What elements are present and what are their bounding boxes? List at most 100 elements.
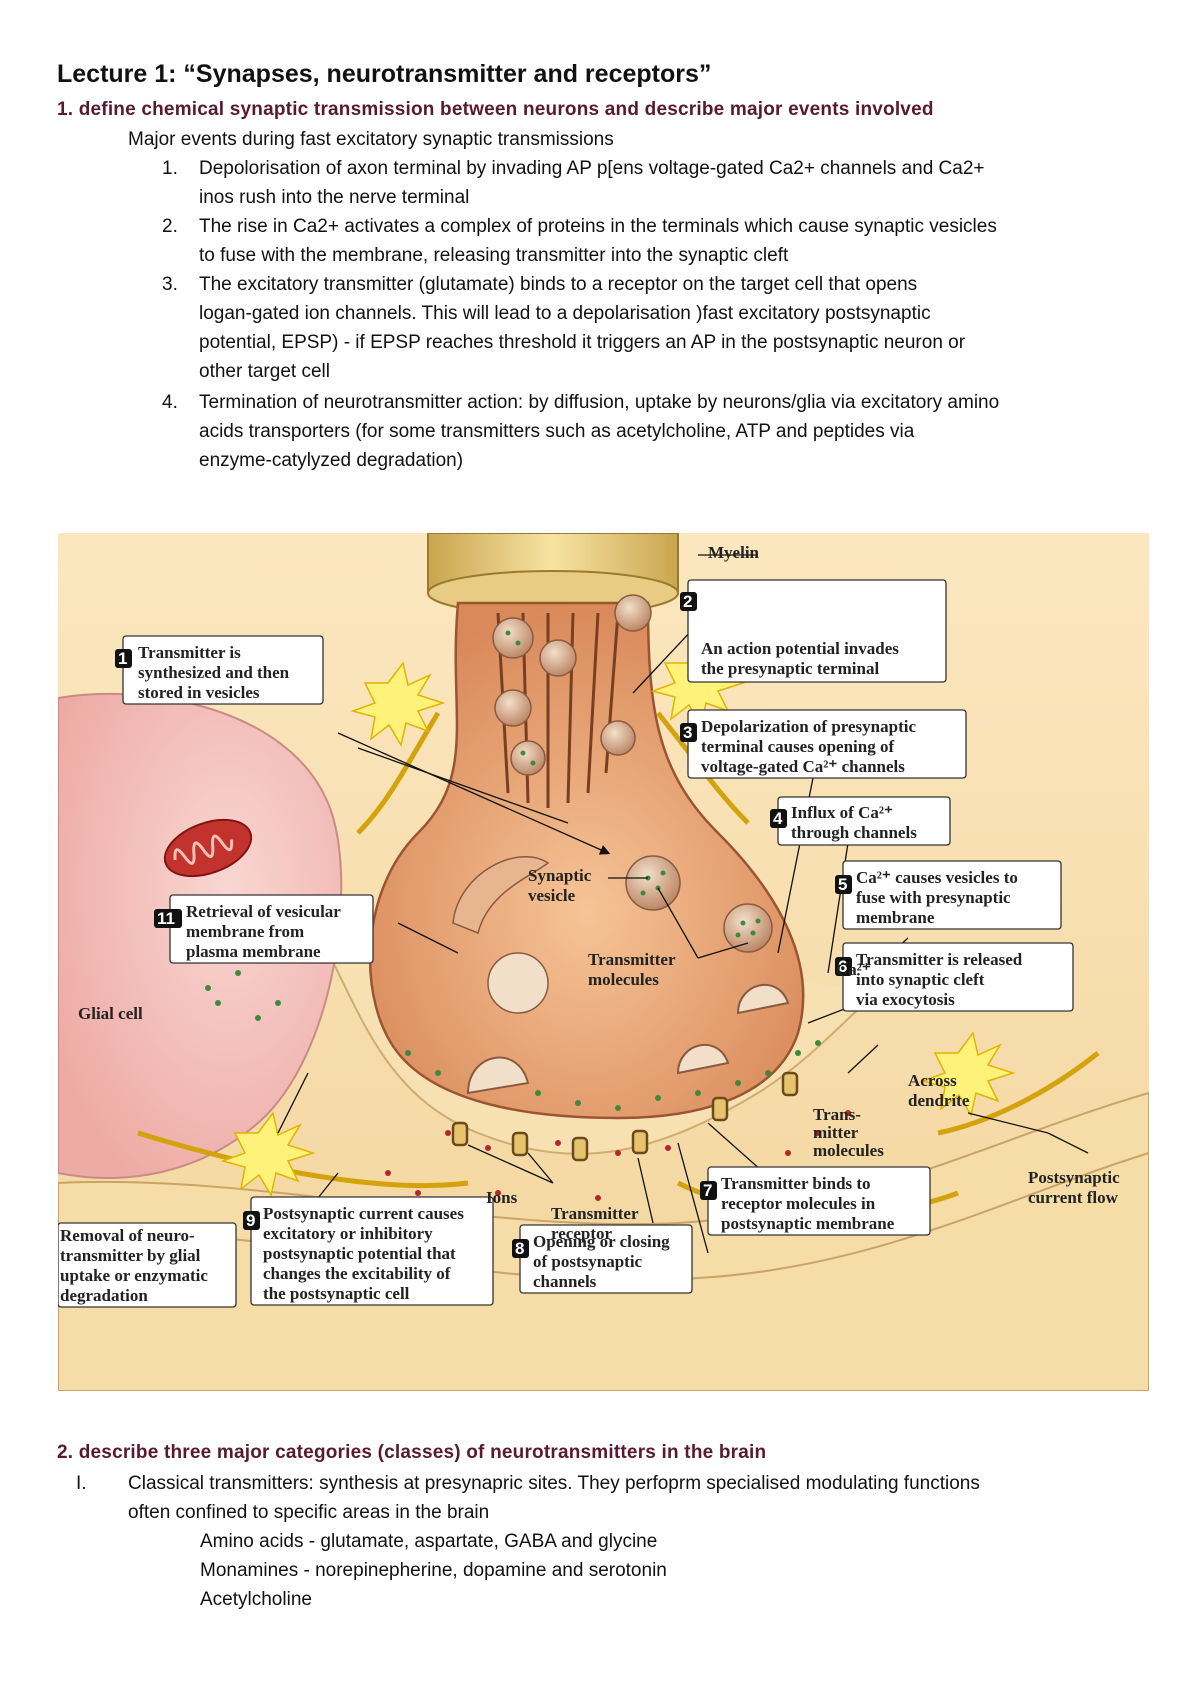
list-item-number: 1. [162, 158, 178, 179]
synaptic-vesicle-label: vesicle [528, 886, 576, 905]
ions-label: Ions [486, 1188, 518, 1207]
presynaptic-terminal [368, 601, 805, 1120]
svg-text:Retrieval of vesicular: Retrieval of vesicular [186, 902, 341, 921]
svg-text:Ca²⁺ causes vesicles to: Ca²⁺ causes vesicles to [856, 868, 1018, 887]
svg-text:uptake or enzymatic: uptake or enzymatic [60, 1266, 208, 1285]
svg-text:Transmitter binds to: Transmitter binds to [721, 1174, 871, 1193]
transmitter-receptor-label: receptor [551, 1224, 612, 1243]
svg-text:11: 11 [157, 909, 175, 928]
list-item-line: enzyme-catylyzed degradation) [199, 450, 464, 471]
transmitter-molecules-label: Transmitter [588, 950, 676, 969]
page-title: Lecture 1: “Synapses, neurotransmitter a… [57, 60, 712, 88]
list-item-line: logan-gated ion channels. This will lead… [199, 303, 931, 324]
list-item-number: I. [76, 1473, 87, 1494]
svg-text:transmitter by glial: transmitter by glial [60, 1246, 201, 1265]
svg-text:7: 7 [703, 1181, 712, 1200]
svg-text:plasma membrane: plasma membrane [186, 942, 321, 961]
list-item-line: other target cell [199, 361, 330, 382]
step-11-callout: 11 Retrieval of vesicular membrane from … [154, 894, 374, 964]
ions [385, 1110, 851, 1201]
svg-text:An action potential invades: An action potential invades [701, 639, 899, 658]
svg-text:1: 1 [118, 649, 127, 668]
step-7-callout: 7 Transmitter binds to receptor molecule… [700, 1166, 931, 1236]
list-item-line: inos rush into the nerve terminal [199, 187, 470, 208]
svg-text:5: 5 [838, 875, 847, 894]
svg-text:of postsynaptic: of postsynaptic [533, 1252, 643, 1271]
list-item-line: potential, EPSP) - if EPSP reaches thres… [199, 332, 966, 353]
svg-text:9: 9 [246, 1211, 255, 1230]
transmitter-receptors [451, 1071, 799, 1162]
list-item-number: 3. [162, 274, 178, 295]
step-6-callout: 6 Transmitter is released into synaptic … [835, 942, 1074, 1012]
svg-text:terminal causes opening of: terminal causes opening of [701, 737, 894, 756]
svg-text:3: 3 [683, 723, 692, 742]
svg-text:through channels: through channels [791, 823, 917, 842]
fusing-vesicles [466, 984, 790, 1095]
transmitter-molecules-label: molecules [588, 970, 659, 989]
svg-text:membrane: membrane [856, 908, 935, 927]
list-item-line: Classical transmitters: synthesis at pre… [128, 1473, 980, 1494]
cleft-transmitters [205, 970, 821, 1111]
across-dendrite-label: dendrite [908, 1091, 970, 1110]
postsynaptic-current-flow-label: Postsynaptic [1028, 1168, 1120, 1187]
step-4-callout: 4 Influx of Ca²⁺ through channels [770, 796, 951, 846]
step-2-callout: 2 An action potential invades the presyn… [680, 579, 947, 683]
svg-text:postsynaptic membrane: postsynaptic membrane [721, 1214, 895, 1233]
svg-text:Influx of Ca²⁺: Influx of Ca²⁺ [791, 803, 893, 822]
svg-text:Depolarization of presynaptic: Depolarization of presynaptic [701, 717, 916, 736]
trans-mitter-molecules-label: Trans- [813, 1105, 861, 1124]
svg-text:changes the excitability of: changes the excitability of [263, 1264, 451, 1283]
svg-text:stored in vesicles: stored in vesicles [138, 683, 260, 702]
glial-cell-label: Glial cell [78, 1004, 143, 1023]
section-2-heading: 2. describe three major categories (clas… [57, 1442, 767, 1463]
list-item-line: The excitatory transmitter (glutamate) b… [199, 274, 918, 295]
svg-text:via exocytosis: via exocytosis [856, 990, 955, 1009]
trans-mitter-molecules-label: mitter [813, 1123, 859, 1142]
removal-callout: Removal of neuro- transmitter by glial u… [58, 1222, 237, 1308]
list-item-line: to fuse with the membrane, releasing tra… [199, 245, 789, 266]
sub-item: Acetylcholine [200, 1589, 312, 1610]
step-1-callout: 1 Transmitter is synthesized and then st… [115, 635, 324, 705]
svg-text:Removal of neuro-: Removal of neuro- [60, 1226, 195, 1245]
synaptic-vesicle-label: Synaptic [528, 866, 592, 885]
list-item-number: 2. [162, 216, 178, 237]
sub-item: Monamines - norepinepherine, dopamine an… [200, 1560, 667, 1581]
svg-text:Transmitter is: Transmitter is [138, 643, 241, 662]
svg-text:8: 8 [515, 1239, 524, 1258]
step-8-callout: 8 Opening or closing of postsynaptic cha… [512, 1224, 693, 1294]
svg-text:synthesized and then: synthesized and then [138, 663, 290, 682]
across-dendrite-label: Across [908, 1071, 957, 1090]
list-item-line: Depolorisation of axon terminal by invad… [199, 158, 985, 179]
svg-text:4: 4 [773, 809, 783, 828]
svg-text:the presynaptic terminal: the presynaptic terminal [701, 659, 879, 678]
section-1-intro: Major events during fast excitatory syna… [128, 129, 614, 150]
list-item-line: often confined to specific areas in the … [128, 1502, 490, 1523]
trans-mitter-molecules-label: molecules [813, 1141, 884, 1160]
step-9-callout: 9 Postsynaptic current causes excitatory… [243, 1196, 494, 1306]
svg-text:into synaptic cleft: into synaptic cleft [856, 970, 985, 989]
postsynaptic-current-flow-label: current flow [1028, 1188, 1119, 1207]
svg-text:membrane from: membrane from [186, 922, 304, 941]
svg-text:fuse with presynaptic: fuse with presynaptic [856, 888, 1011, 907]
svg-text:2: 2 [683, 592, 692, 611]
svg-text:receptor molecules in: receptor molecules in [721, 1194, 876, 1213]
sub-item: Amino acids - glutamate, aspartate, GABA… [200, 1531, 658, 1552]
synapse-diagram: 1 Transmitter is synthesized and then st… [58, 533, 1149, 1391]
svg-text:Transmitter is released: Transmitter is released [856, 950, 1023, 969]
list-item-line: Termination of neurotransmitter action: … [199, 392, 1000, 413]
svg-text:degradation: degradation [60, 1286, 148, 1305]
list-item-line: The rise in Ca2+ activates a complex of … [199, 216, 997, 237]
svg-text:excitatory or inhibitory: excitatory or inhibitory [263, 1224, 433, 1243]
svg-text:6: 6 [838, 957, 847, 976]
svg-text:Postsynaptic current causes: Postsynaptic current causes [263, 1204, 464, 1223]
svg-text:Opening or closing: Opening or closing [533, 1232, 670, 1251]
step-5-callout: 5 Ca²⁺ causes vesicles to fuse with pres… [835, 860, 1062, 930]
svg-text:channels: channels [533, 1272, 597, 1291]
list-item-line: acids transporters (for some transmitter… [199, 421, 915, 442]
list-item-number: 4. [162, 392, 178, 413]
mitochondrion [163, 818, 253, 878]
transmitter-receptor-label: Transmitter [551, 1204, 639, 1223]
section-1-heading: 1. define chemical synaptic transmission… [57, 99, 934, 120]
svg-text:postsynaptic potential that: postsynaptic potential that [263, 1244, 456, 1263]
svg-text:voltage-gated Ca²⁺ channels: voltage-gated Ca²⁺ channels [701, 757, 905, 776]
